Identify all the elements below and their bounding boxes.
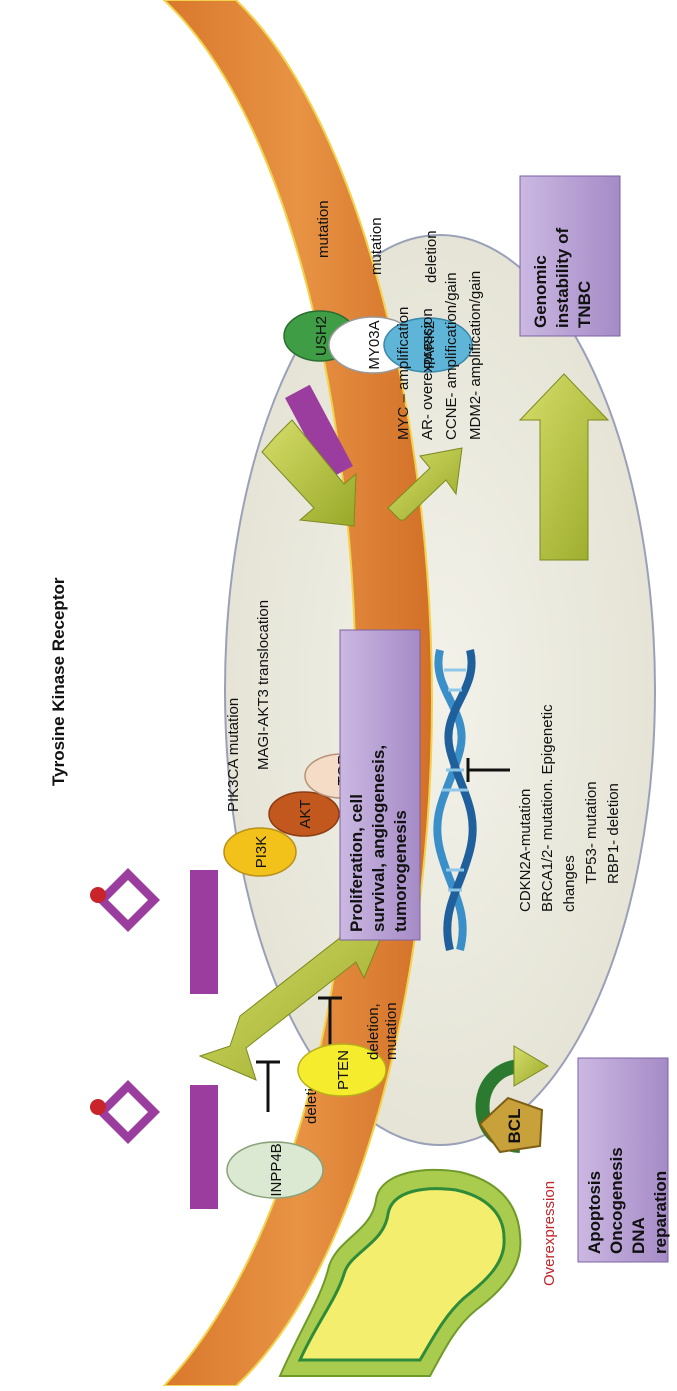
inpp4b-oval: INPP4B — [227, 1142, 323, 1198]
proliferation-line-2: survival, angiogenesis, — [369, 745, 388, 932]
genomic-line-2: instability of — [553, 228, 572, 328]
pi3k-oval: PI3K — [224, 828, 296, 876]
dna-mutation-1: CDKN2A-mutation — [517, 789, 534, 912]
outcome-4: reparation — [651, 1171, 670, 1254]
pten-label: PTEN — [335, 1050, 352, 1090]
inpp4b-inhibition — [256, 1062, 280, 1112]
akt-label: AKT — [297, 799, 314, 828]
akt-oval: AKT — [269, 792, 339, 836]
dna-mutation-3: changes — [561, 855, 578, 912]
receptor-1 — [90, 1080, 218, 1209]
ush2-label: USH2 — [313, 316, 330, 356]
amplification-4: MDM2- amplification/gain — [467, 271, 484, 440]
my03a-label: MY03A — [366, 320, 383, 369]
ush2-status: mutation — [315, 200, 332, 258]
title: Tyrosine Kinase Receptor — [49, 577, 68, 786]
pten-status-2: mutation — [383, 1002, 400, 1060]
outcome-2: Oncogenesis — [607, 1147, 626, 1254]
receptor-2 — [90, 868, 218, 994]
my03a-status: mutation — [368, 217, 385, 275]
pik3ca-note: PIK3CA mutation — [225, 698, 242, 812]
genomic-line-1: Genomic — [531, 255, 550, 328]
outcome-1: Apoptosis — [585, 1171, 604, 1254]
pten-status-1: deletion, — [365, 1003, 382, 1060]
proliferation-line-1: Proliferation, cell — [347, 794, 366, 932]
overexpression-label: Overexpression — [541, 1181, 558, 1286]
dna-mutation-5: RBP1- deletion — [605, 783, 622, 884]
inpp4b-label: INPP4B — [268, 1143, 285, 1196]
park2-status: deletion — [423, 230, 440, 283]
amplification-2: AR- overexpression — [419, 308, 436, 440]
genomic-line-3: TNBC — [575, 281, 594, 328]
outcome-3: DNA — [629, 1217, 648, 1254]
pi3k-label: PI3K — [253, 836, 270, 869]
amplification-1: MYC – amplification — [395, 307, 412, 440]
bcl-label: BCL — [505, 1109, 524, 1144]
amplification-3: CCNE- amplification/gain — [443, 272, 460, 440]
magi-akt3-note: MAGI-AKT3 translocation — [255, 600, 272, 770]
dna-mutation-2: BRCA1/2- mutation. Epigenetic — [539, 704, 556, 912]
proliferation-line-3: tumorogenesis — [391, 810, 410, 932]
dna-mutation-4: TP53- mutation — [583, 781, 600, 884]
